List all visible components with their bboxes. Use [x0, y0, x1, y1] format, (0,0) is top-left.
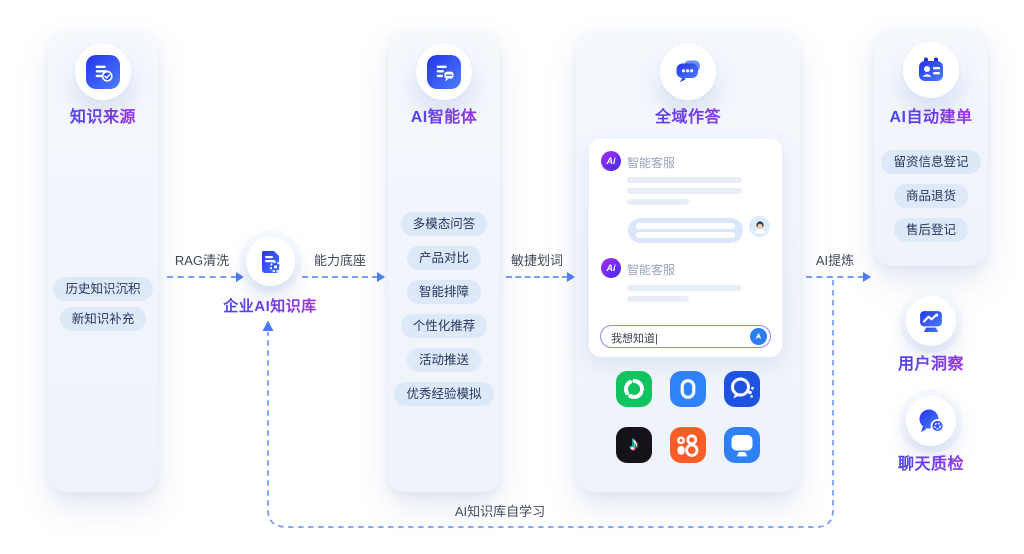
- auto-ticket-item: 留资信息登记: [881, 150, 981, 174]
- user-message-bubble: [628, 218, 743, 243]
- send-button[interactable]: [750, 328, 767, 345]
- person-icon: [754, 220, 765, 233]
- message-placeholder-bar: [627, 296, 689, 302]
- send-arrow-icon: [755, 332, 762, 339]
- ai-agent-item: 产品对比: [406, 246, 481, 270]
- word-select-arrow-label: 敏捷划词: [510, 253, 563, 268]
- omni-answer-title: 全域作答: [576, 103, 800, 127]
- music-note-icon: ♪: [629, 434, 639, 455]
- knowledge-source-title: 知识来源: [48, 103, 158, 127]
- message-placeholder-bar: [627, 199, 689, 205]
- kb-node-circle: [246, 237, 295, 286]
- knowledge-source-icon-circle: [75, 44, 131, 100]
- knowledge-source-item: 新知识补充: [59, 307, 147, 331]
- user-insight-circle: [906, 296, 956, 346]
- message-placeholder-bar: [627, 188, 742, 194]
- doc-chat-icon: [427, 55, 461, 89]
- user-insight-label: 用户洞察: [871, 350, 991, 374]
- doc-check-icon: [86, 55, 120, 89]
- omni-answer-column: 全域作答 Ai 智能客服 Ai 智能客服: [576, 30, 800, 492]
- rag-arrow: [167, 272, 244, 282]
- message-placeholder-bar: [627, 177, 742, 183]
- wecom-icon: [724, 371, 760, 407]
- web-monitor-icon: [724, 427, 760, 463]
- self-learning-label: AI知识库自学习: [454, 504, 546, 519]
- douyin-icon: ♪: [616, 427, 652, 463]
- doc-gear-icon: [261, 250, 281, 273]
- refine-arrow-label: AI提炼: [815, 253, 855, 268]
- ai-agent-item: 多模态问答: [400, 212, 488, 236]
- chat-qc-circle: [906, 396, 956, 446]
- refine-arrow: [806, 272, 871, 282]
- chart-monitor-icon: [918, 309, 944, 332]
- kb-node-label: 企业AI知识库: [198, 295, 342, 316]
- chat-input[interactable]: 我想知道|: [600, 325, 771, 348]
- wechat-icon: [616, 371, 652, 407]
- capability-arrow: [302, 272, 385, 282]
- text-cursor: |: [655, 333, 658, 345]
- chat-gear-icon: [919, 409, 945, 433]
- ai-avatar: Ai: [601, 258, 621, 278]
- agent-name: 智能客服: [627, 156, 676, 170]
- knowledge-source-item: 历史知识沉积: [53, 277, 153, 301]
- auto-ticket-item: 商品退货: [893, 184, 968, 208]
- word-select-arrow: [506, 272, 575, 282]
- user-avatar: [749, 216, 770, 237]
- ai-agent-column: AI智能体 多模态问答 产品对比 智能排障 个性化推荐 活动推送 优秀经验模拟: [388, 30, 500, 492]
- knowledge-source-column: 知识来源 历史知识沉积 新知识补充: [48, 30, 158, 492]
- auto-ticket-item: 售后登记: [893, 218, 968, 242]
- message-placeholder-bar: [636, 232, 735, 238]
- arrowhead-up-icon: [262, 320, 274, 331]
- auto-ticket-column: AI自动建单 留资信息登记 商品退货 售后登记: [874, 28, 988, 266]
- message-placeholder-bar: [636, 223, 735, 229]
- ai-avatar: Ai: [601, 151, 621, 171]
- capability-arrow-label: 能力底座: [313, 253, 366, 268]
- ai-agent-title: AI智能体: [388, 103, 500, 127]
- omni-answer-icon-circle: [660, 44, 716, 100]
- ai-agent-item: 活动推送: [406, 348, 481, 372]
- ai-agent-icon-circle: [416, 44, 472, 100]
- chat-mock-card: Ai 智能客服 Ai 智能客服 我想知道|: [589, 139, 782, 357]
- chat-bubbles-icon: [676, 60, 700, 83]
- ai-agent-item: 优秀经验模拟: [394, 382, 494, 406]
- miniprogram-icon: [670, 371, 706, 407]
- ai-agent-item: 智能排障: [406, 280, 481, 304]
- chat-input-value: 我想知道: [611, 333, 655, 345]
- form-card-icon: [919, 57, 943, 81]
- kuaishou-icon: [670, 427, 706, 463]
- agent-name: 智能客服: [627, 263, 676, 277]
- auto-ticket-icon-circle: [903, 42, 959, 98]
- message-placeholder-bar: [627, 285, 742, 291]
- rag-arrow-label: RAG清洗: [174, 253, 230, 268]
- chat-qc-label: 聊天质检: [871, 450, 991, 474]
- ai-agent-item: 个性化推荐: [400, 314, 488, 338]
- auto-ticket-title: AI自动建单: [874, 103, 988, 127]
